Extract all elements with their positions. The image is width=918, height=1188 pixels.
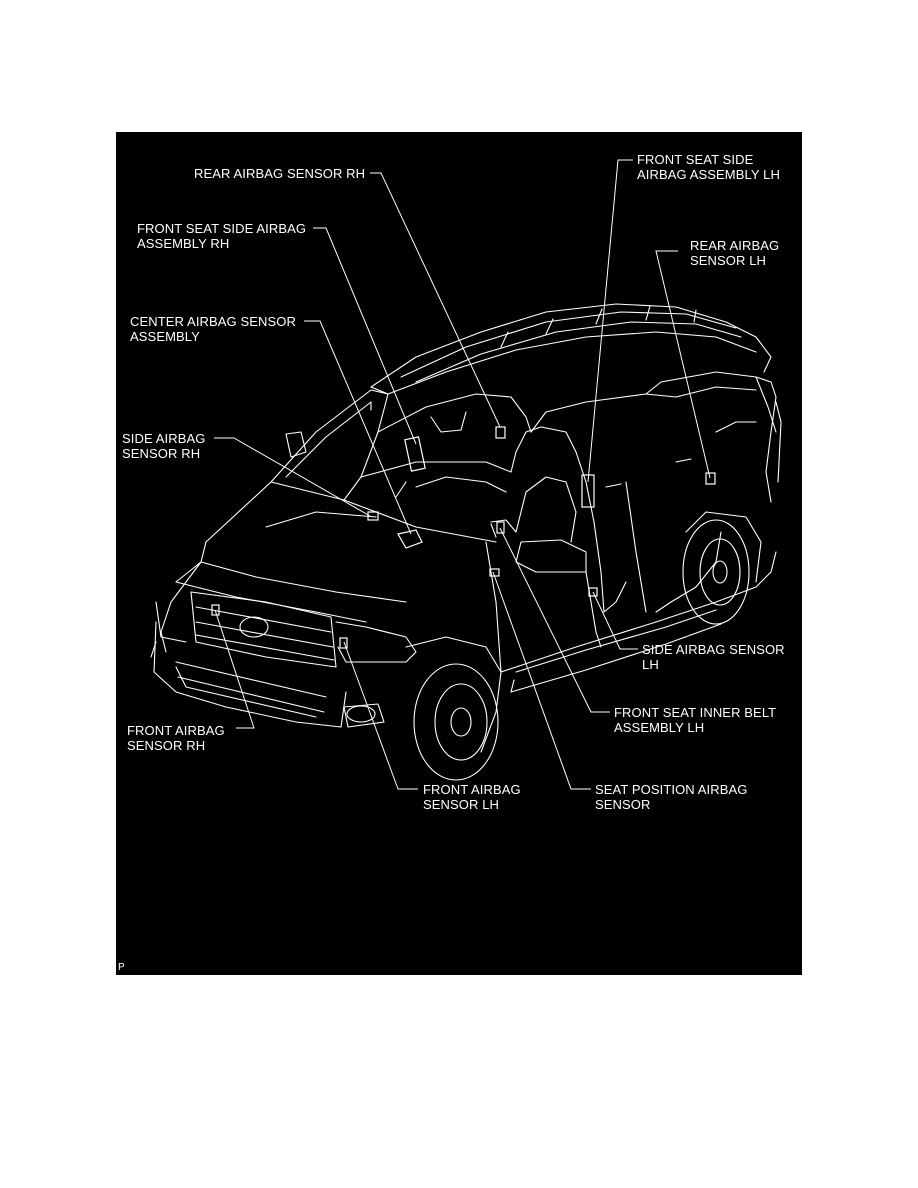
front-seat-side-airbag-rh-part [404,436,426,472]
label-front-seat-side-airbag-rh: FRONT SEAT SIDE AIRBAG ASSEMBLY RH [137,221,306,251]
airbag-components [211,426,716,649]
leader-rear-airbag-sensor-lh [655,250,711,479]
label-side-airbag-sensor-rh: SIDE AIRBAG SENSOR RH [122,431,205,461]
leader-lines [214,159,711,790]
label-line: ASSEMBLY RH [137,236,230,251]
leader-front-airbag-sensor-rh [214,609,255,729]
rear-airbag-sensor-rh-part [495,426,506,439]
label-rear-airbag-sensor-rh: REAR AIRBAG SENSOR RH [194,166,365,181]
label-line: ASSEMBLY LH [614,720,705,735]
leader-front-airbag-sensor-lh [343,641,418,790]
label-rear-airbag-sensor-lh: REAR AIRBAG SENSOR LH [690,238,779,268]
label-line: ASSEMBLY [130,329,200,344]
label-line: SIDE AIRBAG [122,431,206,446]
label-line: FRONT SEAT SIDE AIRBAG [137,221,307,236]
figure-code: P [118,962,125,973]
label-line: FRONT SEAT INNER BELT [614,705,777,720]
vehicle-body [150,303,782,781]
front-seat-inner-belt-lh-part [496,521,505,534]
label-line: FRONT AIRBAG [127,723,225,738]
label-line: REAR AIRBAG SENSOR RH [194,166,366,181]
label-line: SENSOR LH [423,797,500,812]
label-line: FRONT SEAT SIDE [637,152,754,167]
label-line: LH [642,657,659,672]
label-front-seat-side-airbag-lh: FRONT SEAT SIDE AIRBAG ASSEMBLY LH [637,152,780,182]
side-airbag-sensor-lh-part [588,587,598,597]
leader-front-seat-side-airbag-rh [313,227,417,445]
label-front-seat-inner-belt-lh: FRONT SEAT INNER BELT ASSEMBLY LH [614,705,776,735]
leader-side-airbag-sensor-lh [592,591,638,650]
vehicle-illustration [150,159,782,790]
leader-front-seat-inner-belt-lh [499,527,610,713]
label-line: SENSOR RH [122,446,201,461]
label-front-airbag-sensor-lh: FRONT AIRBAG SENSOR LH [423,782,521,812]
label-line: SENSOR LH [690,253,767,268]
diagram-panel: REAR AIRBAG SENSOR RH FRONT SEAT SIDE AI… [116,132,802,975]
front-airbag-sensor-rh-part [211,604,220,616]
label-line: SIDE AIRBAG SENSOR [642,642,785,657]
label-line: FRONT AIRBAG [423,782,521,797]
label-line: CENTER AIRBAG SENSOR [130,314,296,329]
label-line: AIRBAG ASSEMBLY LH [637,167,780,182]
rear-airbag-sensor-lh-part [705,472,716,485]
leader-side-airbag-sensor-rh [214,437,371,517]
label-front-airbag-sensor-rh: FRONT AIRBAG SENSOR RH [127,723,225,753]
label-line: SEAT POSITION AIRBAG [595,782,748,797]
leader-rear-airbag-sensor-rh [370,172,501,428]
label-seat-position-airbag-sensor: SEAT POSITION AIRBAG SENSOR [595,782,748,812]
label-line: REAR AIRBAG [690,238,780,253]
front-seat-side-airbag-lh-part [581,474,595,508]
side-airbag-sensor-rh-part [367,511,379,521]
leader-seat-position-airbag-sensor [492,571,591,790]
leader-center-airbag-sensor [304,320,412,535]
label-side-airbag-sensor-lh: SIDE AIRBAG SENSOR LH [642,642,785,672]
label-center-airbag-sensor: CENTER AIRBAG SENSOR ASSEMBLY [130,314,296,344]
label-line: SENSOR [595,797,651,812]
leader-front-seat-side-airbag-lh [587,159,633,483]
label-line: SENSOR RH [127,738,206,753]
front-airbag-sensor-lh-part [339,637,348,649]
